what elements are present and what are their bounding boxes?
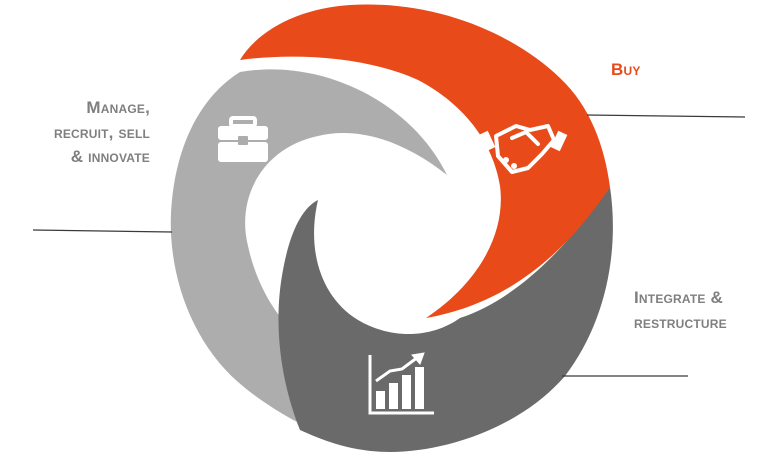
briefcase-icon	[218, 116, 268, 162]
segment-manage	[170, 69, 447, 446]
handshake-icon	[478, 124, 568, 174]
stage-label-integrate-line-1: Integrate &	[634, 288, 724, 307]
stage-label-integrate: Integrate & restructure	[634, 286, 727, 335]
stage-label-buy: Buy	[611, 58, 641, 83]
leader-line-buy	[586, 114, 746, 118]
stage-label-manage-line-1: Manage,	[86, 98, 150, 117]
stage-label-manage-line-2: recruit, sell	[53, 122, 150, 142]
segment-buy	[240, 4, 610, 319]
stage-label-buy-line-1: Buy	[611, 60, 641, 79]
growth-bar-chart-icon	[368, 352, 434, 415]
segment-integrate	[278, 187, 613, 452]
leader-line-manage	[32, 229, 173, 233]
stage-label-manage-line-3: & innovate	[70, 147, 150, 167]
stage-label-integrate-line-2: restructure	[634, 312, 727, 332]
stage-label-manage: Manage, recruit, sell & innovate	[0, 96, 150, 170]
